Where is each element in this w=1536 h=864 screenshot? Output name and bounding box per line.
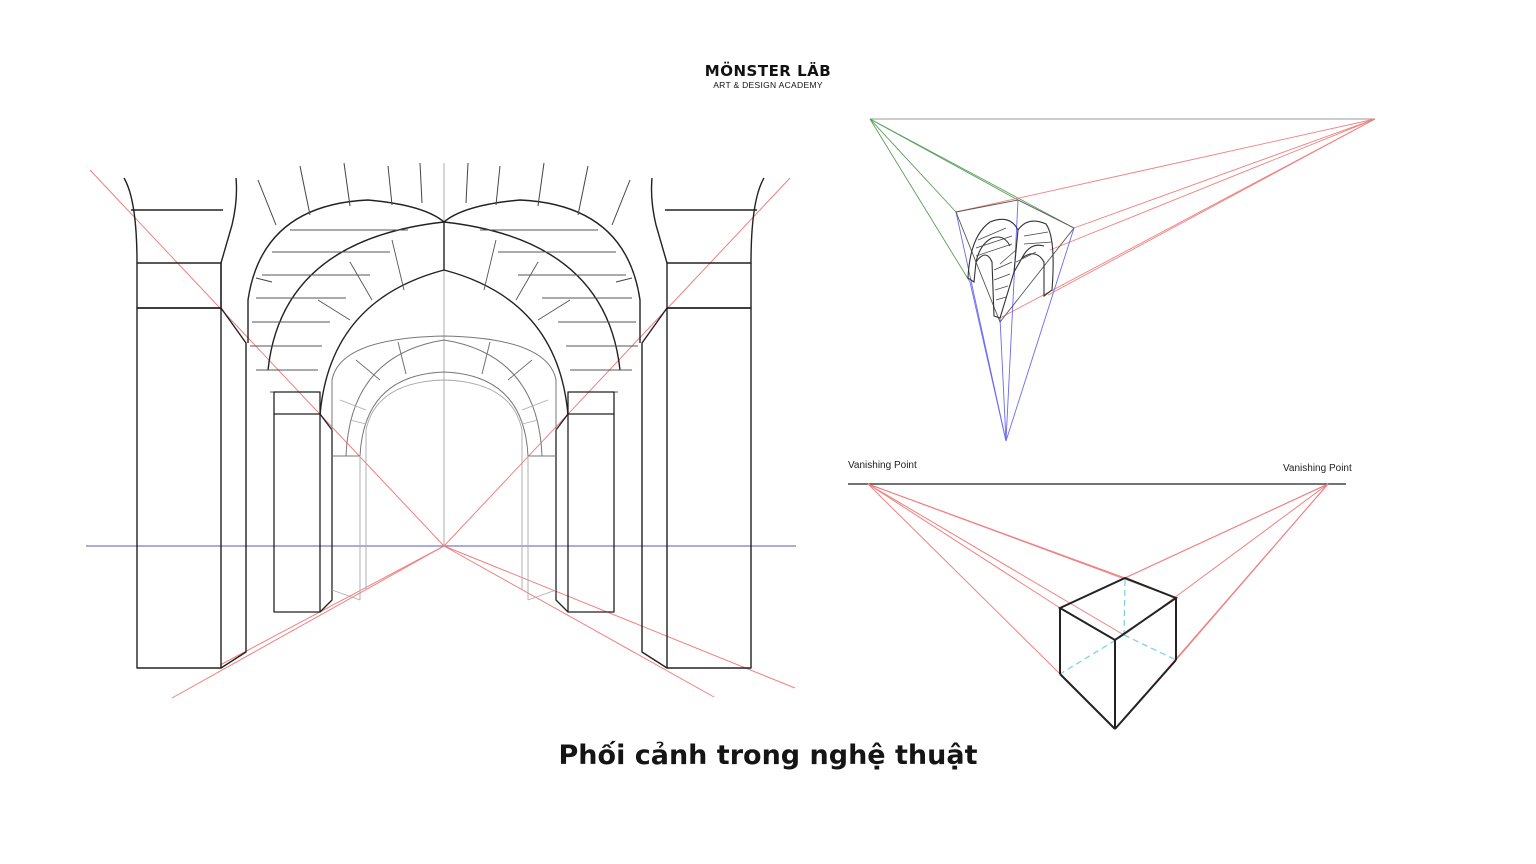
green-vp-lines [869, 118, 1075, 283]
vault-box [955, 199, 1075, 323]
middle-arch-radials [317, 239, 571, 321]
cube-edges [1057, 576, 1179, 730]
vanishing-point-label-right: Vanishing Point [1283, 463, 1352, 474]
vanishing-point-label-left: Vanishing Point [848, 460, 917, 471]
one-point-perspective-arches [86, 162, 796, 699]
brand-tagline: ART & DESIGN ACADEMY [713, 80, 823, 90]
three-point-perspective-vault [869, 118, 1376, 442]
cube-construction-lines [867, 483, 1329, 730]
inner-arches [331, 335, 557, 457]
brand-name: MÖNSTER LÄB [704, 62, 832, 80]
convergence-lines [89, 169, 796, 699]
middle-pillars [273, 391, 615, 613]
two-point-perspective-cube [848, 483, 1346, 730]
left-outer-pillar [123, 177, 247, 669]
cube-hidden-edges [1059, 579, 1177, 675]
brand-logo: MÖNSTER LÄB ART & DESIGN ACADEMY [700, 62, 836, 90]
outer-arches [247, 199, 641, 416]
vault-object [967, 218, 1054, 319]
right-outer-pillar [641, 177, 765, 669]
vault-hatching [975, 227, 1053, 301]
blue-vp-lines [955, 199, 1075, 442]
innermost-arches [331, 379, 557, 601]
outer-arch-voussoirs [255, 162, 633, 283]
page-caption: Phối cảnh trong nghệ thuật [558, 740, 978, 771]
red-vp-lines [955, 118, 1376, 319]
